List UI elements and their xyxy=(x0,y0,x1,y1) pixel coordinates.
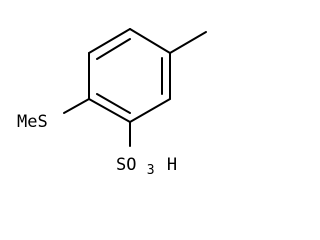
ring-bond-bottom-left xyxy=(88,98,131,123)
sulfonic-acid-subscript: 3 xyxy=(147,163,155,178)
ring-bond-bottom-right xyxy=(129,98,171,123)
methylthio-bond xyxy=(63,98,90,114)
methylthio-label: MeS xyxy=(17,112,48,132)
ring-bond-top-right xyxy=(129,28,171,54)
sulfonic-acid-suffix: H xyxy=(167,155,177,175)
ring-bond-top xyxy=(88,28,131,54)
sulfonic-acid-label: SO 3 H xyxy=(116,155,177,179)
ring-double-bond-top xyxy=(96,38,131,60)
ring-double-bond-bottom xyxy=(96,93,131,114)
sulfonic-acid-prefix: SO xyxy=(116,155,136,175)
chemical-structure-diagram: MeS SO 3 H xyxy=(17,28,207,179)
methyl-bond xyxy=(169,31,207,54)
